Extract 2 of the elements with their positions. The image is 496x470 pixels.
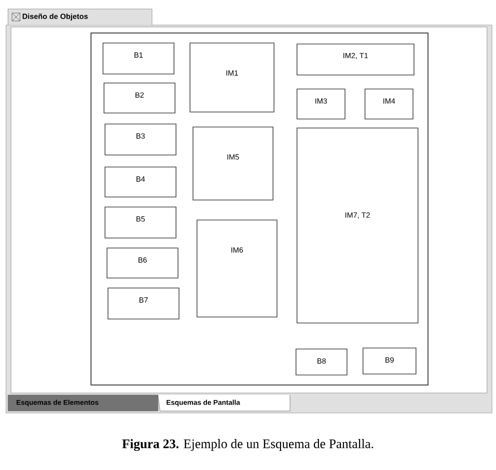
figure-caption: Figura 23. Ejemplo de un Esquema de Pantalla. [122, 439, 374, 451]
screen-panel [90, 32, 428, 386]
